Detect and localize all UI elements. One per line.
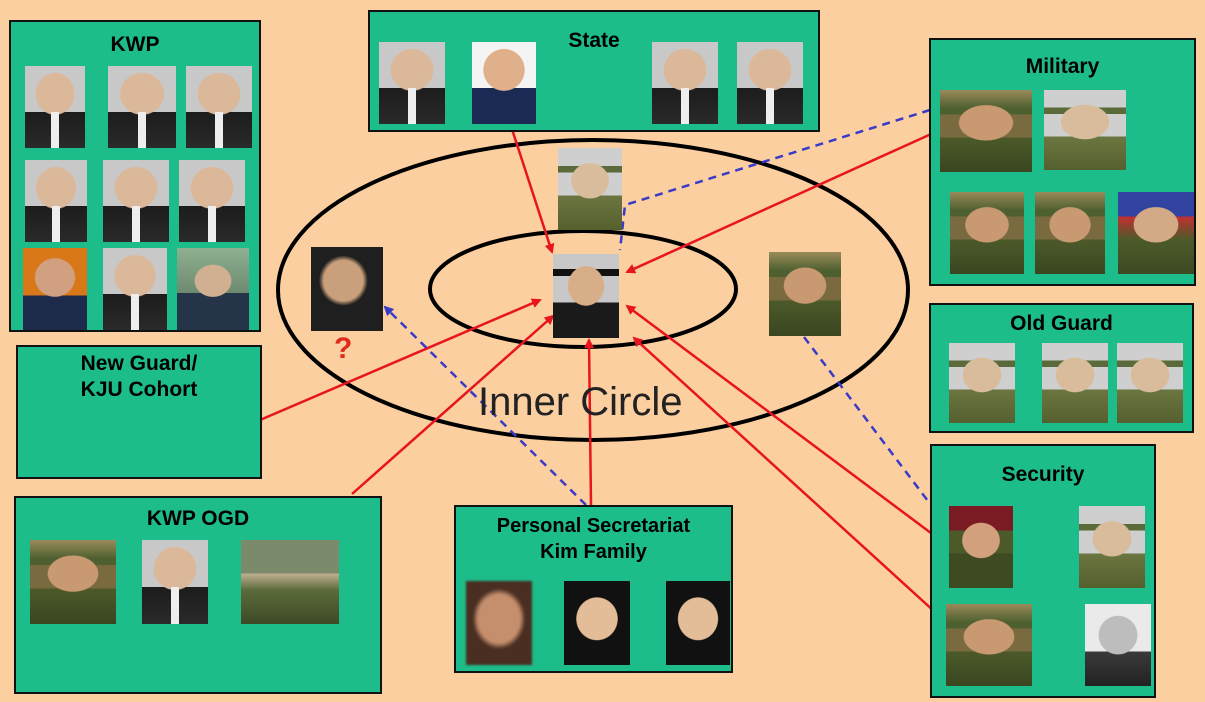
kwp-group-box: KWP [9, 20, 261, 332]
state-photo-4 [737, 42, 803, 124]
inner-circle-ring [428, 229, 738, 349]
personal-secretariat-group-box: Personal Secretariat Kim Family [454, 505, 733, 673]
arrow-secretariat-to-leader [584, 338, 595, 506]
inner-circle-label: Inner Circle [478, 380, 683, 424]
state-title: State [568, 29, 620, 52]
old-guard-group-box: Old Guard [929, 303, 1194, 433]
outer-circle-ring [276, 138, 910, 442]
kwp-ogd-photo-1 [30, 540, 116, 624]
arrow-security2-to-leader [632, 336, 948, 624]
military-photo-5 [1118, 192, 1194, 274]
arrow-security-to-leader [625, 304, 948, 547]
military-photo-4 [1035, 192, 1105, 274]
kwp-photo-8 [103, 248, 167, 330]
state-photo-3 [652, 42, 718, 124]
personal-secretariat-title: Personal Secretariat Kim Family [496, 515, 691, 563]
state-photo-2 [472, 42, 536, 124]
secretariat-photo-1 [466, 581, 532, 665]
kwp-title: KWP [110, 33, 160, 56]
kwp-ogd-group-box: KWP OGD [14, 496, 382, 694]
kwp-photo-5 [103, 160, 169, 242]
military-photo-3 [950, 192, 1024, 274]
kwp-ogd-title: KWP OGD [146, 507, 250, 530]
security-group-box: Security [930, 444, 1156, 698]
old-guard-title: Old Guard [1010, 312, 1113, 335]
arrow-newguard-to-leader [259, 298, 542, 422]
secretariat-photo-2 [564, 581, 630, 665]
arrow-state-to-leader [507, 119, 555, 254]
security-photo-2 [1079, 506, 1145, 588]
inner-circle-photo-pair [769, 252, 841, 336]
old-guard-photo-1 [949, 343, 1015, 423]
new-guard-title: New Guard/ KJU Cohort [80, 352, 198, 401]
kwp-ogd-photo-2 [142, 540, 208, 624]
dashed-link-pair-to-security [803, 336, 932, 506]
inner-circle-photo-woman [311, 247, 383, 331]
arrow-military-to-leader [625, 128, 941, 274]
military-photo-2 [1044, 90, 1126, 170]
kwp-photo-3 [186, 66, 252, 148]
kwp-ogd-photo-3 [241, 540, 339, 624]
security-title: Security [1001, 463, 1085, 486]
center-leader-photo [553, 254, 619, 338]
arrow-kwpogd-to-leader [351, 314, 555, 495]
dashed-link-secretariat-to-woman [383, 305, 587, 506]
security-photo-1 [949, 506, 1013, 588]
question-mark: ? [334, 332, 353, 365]
new-guard-group-box: New Guard/ KJU Cohort [16, 345, 262, 479]
kwp-photo-2 [108, 66, 176, 148]
kwp-photo-9 [177, 248, 249, 330]
state-photo-1 [379, 42, 445, 124]
state-group-box: State [368, 10, 820, 132]
military-group-box: Military [929, 38, 1196, 286]
secretariat-photo-3 [666, 581, 730, 665]
kwp-photo-4 [25, 160, 87, 242]
kwp-photo-6 [179, 160, 245, 242]
military-title: Military [1025, 55, 1100, 78]
kwp-photo-7 [23, 248, 87, 330]
old-guard-photo-2 [1042, 343, 1108, 423]
inner-circle-photo-top [558, 148, 622, 230]
security-photo-4 [1085, 604, 1151, 686]
old-guard-photo-3 [1117, 343, 1183, 423]
security-photo-3 [946, 604, 1032, 686]
military-photo-1 [940, 90, 1032, 172]
kwp-photo-1 [25, 66, 85, 148]
